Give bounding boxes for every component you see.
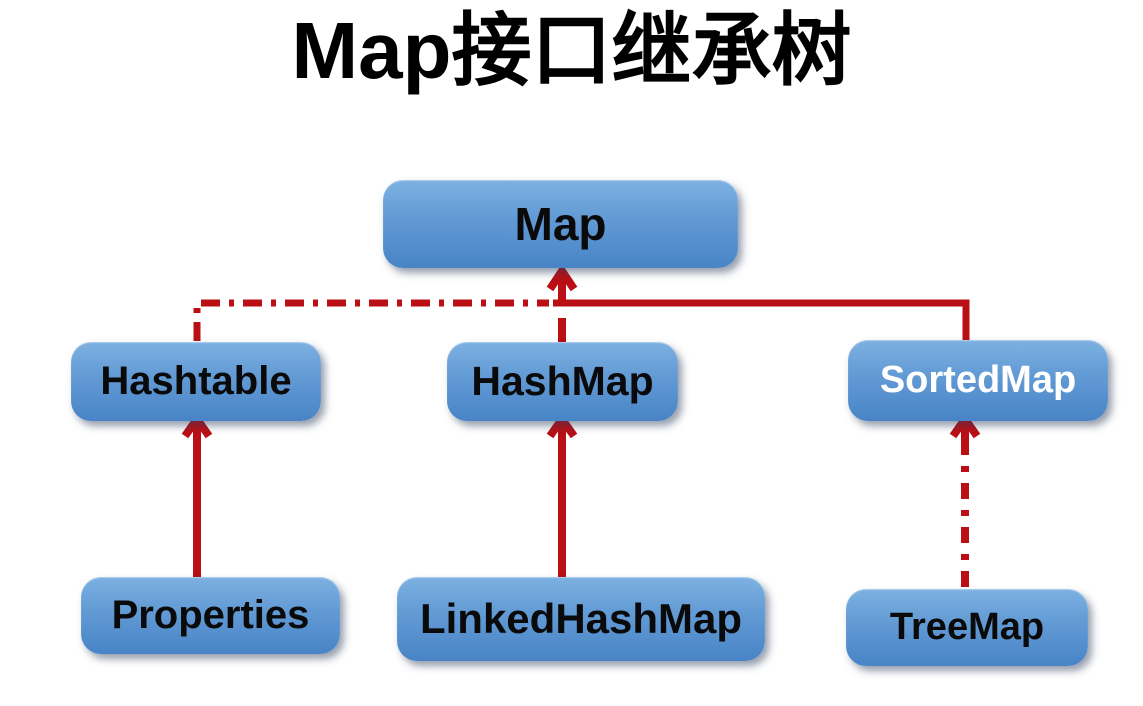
node-treemap: TreeMap [846, 589, 1088, 666]
node-hashtable: Hashtable [71, 342, 321, 421]
node-hashtable-label: Hashtable [100, 359, 292, 403]
arrowhead-into-hashtable [181, 412, 213, 439]
arrowhead-into-map [546, 263, 578, 292]
node-properties: Properties [81, 577, 340, 654]
node-map: Map [383, 180, 738, 268]
edge-hashtable-to-map [193, 299, 549, 341]
node-linkedhashmap-label: LinkedHashMap [419, 595, 743, 642]
node-properties-label: Properties [111, 593, 310, 637]
node-sortedmap-label: SortedMap [879, 359, 1077, 401]
node-hashmap-label: HashMap [471, 358, 654, 404]
arrowhead-into-sortedmap [949, 412, 981, 439]
diagram-title: Map接口继承树 [291, 6, 852, 95]
edge-sortedmap-to-map [553, 299, 970, 343]
node-hashmap: HashMap [447, 342, 678, 421]
node-linkedhashmap: LinkedHashMap [397, 577, 765, 661]
arrowhead-into-hashmap [546, 412, 578, 439]
node-sortedmap: SortedMap [848, 340, 1108, 421]
node-treemap-label: TreeMap [889, 606, 1045, 648]
node-map-label: Map [514, 198, 607, 250]
